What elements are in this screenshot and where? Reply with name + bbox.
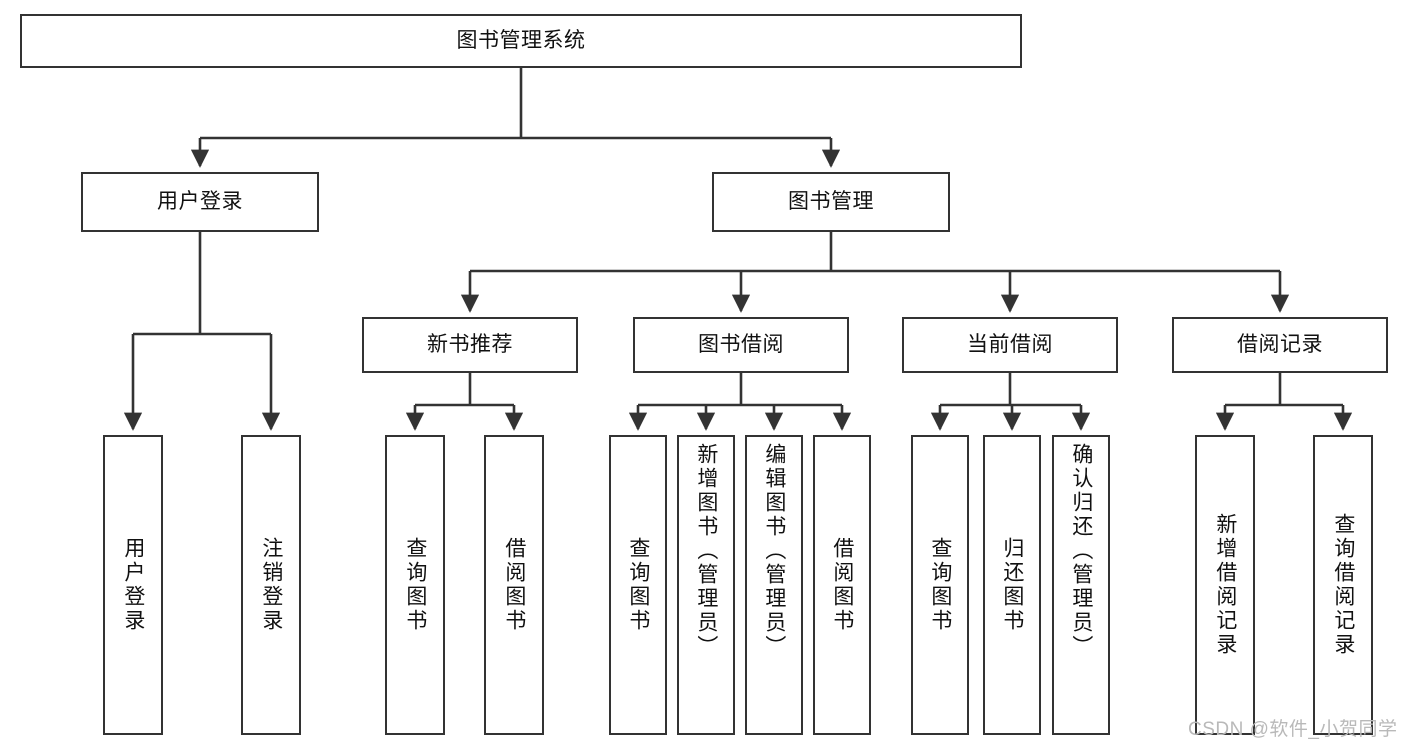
csdn-watermark: CSDN @软件_小贺同学 — [1188, 719, 1398, 740]
leaf-query-book-borrow-label: 查询图书 — [626, 537, 650, 633]
leaf-add-book-admin[interactable]: 新增图书（管理员） — [677, 435, 735, 735]
leaf-query-book-recommend-label: 查询图书 — [403, 537, 427, 633]
borrow-record-label: 借阅记录 — [1237, 333, 1323, 357]
leaf-query-book-current[interactable]: 查询图书 — [911, 435, 969, 735]
leaf-confirm-return-admin-label: 确认归还（管理员） — [1069, 443, 1093, 659]
leaf-query-borrow-record[interactable]: 查询借阅记录 — [1313, 435, 1373, 735]
book-borrow-label: 图书借阅 — [698, 333, 784, 357]
root-node[interactable]: 图书管理系统 — [20, 14, 1022, 68]
borrow-record[interactable]: 借阅记录 — [1172, 317, 1388, 373]
current-borrow[interactable]: 当前借阅 — [902, 317, 1118, 373]
leaf-borrow-book-recommend[interactable]: 借阅图书 — [484, 435, 544, 735]
leaf-borrow-book[interactable]: 借阅图书 — [813, 435, 871, 735]
leaf-confirm-return-admin[interactable]: 确认归还（管理员） — [1052, 435, 1110, 735]
leaf-user-login[interactable]: 用户登录 — [103, 435, 163, 735]
current-borrow-label: 当前借阅 — [967, 333, 1053, 357]
leaf-borrow-book-recommend-label: 借阅图书 — [502, 537, 526, 633]
leaf-query-book-recommend[interactable]: 查询图书 — [385, 435, 445, 735]
leaf-query-borrow-record-label: 查询借阅记录 — [1331, 513, 1355, 657]
leaf-add-book-admin-label: 新增图书（管理员） — [694, 443, 718, 659]
root-node-label: 图书管理系统 — [456, 29, 586, 53]
leaf-add-borrow-record-label: 新增借阅记录 — [1213, 513, 1237, 657]
leaf-edit-book-admin-label: 编辑图书（管理员） — [762, 443, 786, 659]
leaf-return-book-label: 归还图书 — [1000, 537, 1024, 633]
leaf-query-book-borrow[interactable]: 查询图书 — [609, 435, 667, 735]
user-login-label: 用户登录 — [157, 190, 243, 214]
leaf-user-login-label: 用户登录 — [121, 537, 145, 633]
leaf-return-book[interactable]: 归还图书 — [983, 435, 1041, 735]
book-management-label: 图书管理 — [788, 190, 874, 214]
new-book-recommend[interactable]: 新书推荐 — [362, 317, 578, 373]
new-book-recommend-label: 新书推荐 — [427, 333, 513, 357]
leaf-edit-book-admin[interactable]: 编辑图书（管理员） — [745, 435, 803, 735]
leaf-borrow-book-label: 借阅图书 — [830, 537, 854, 633]
leaf-query-book-current-label: 查询图书 — [928, 537, 952, 633]
leaf-add-borrow-record[interactable]: 新增借阅记录 — [1195, 435, 1255, 735]
leaf-logout-login[interactable]: 注销登录 — [241, 435, 301, 735]
book-borrow[interactable]: 图书借阅 — [633, 317, 849, 373]
leaf-logout-login-label: 注销登录 — [259, 537, 283, 633]
book-management[interactable]: 图书管理 — [712, 172, 950, 232]
user-login[interactable]: 用户登录 — [81, 172, 319, 232]
